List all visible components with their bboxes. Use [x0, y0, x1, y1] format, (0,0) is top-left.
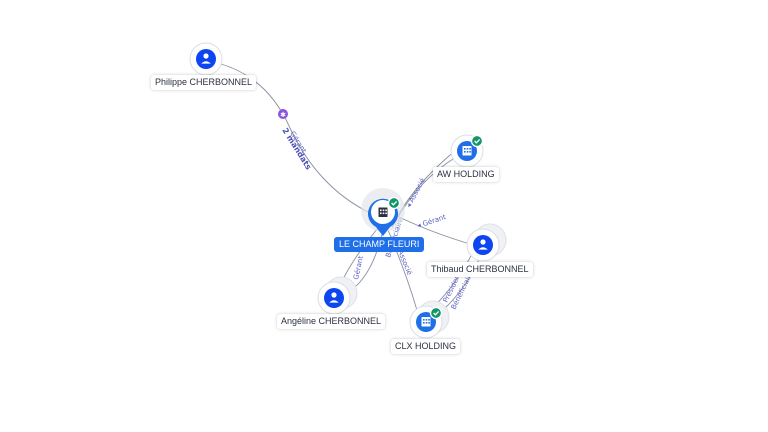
check-badge-icon — [387, 196, 401, 210]
edge-label-clx-role: Associé — [396, 249, 413, 277]
node-le-champ-fleuri[interactable] — [361, 188, 405, 236]
edge-label-aw-associe: ◂ Associé — [405, 177, 427, 209]
edge-label-thibaud-role: ◂ Gérant — [416, 213, 447, 230]
mandate-marker-icon[interactable] — [278, 109, 288, 119]
edge-thibaud-main[interactable] — [396, 215, 471, 245]
check-badge-icon — [429, 306, 443, 320]
node-label-angeline[interactable]: Angéline CHERBONNEL — [277, 314, 386, 329]
edge-label-angeline-role: Gérant — [352, 255, 365, 280]
check-badge-icon — [470, 134, 484, 148]
node-label-aw-holding[interactable]: AW HOLDING — [433, 167, 499, 182]
node-label-le-champ-fleuri[interactable]: LE CHAMP FLEURI — [334, 237, 425, 252]
user-icon — [201, 53, 211, 64]
node-clx-holding[interactable] — [409, 300, 450, 339]
building-icon — [462, 146, 472, 156]
user-icon — [478, 239, 488, 250]
node-angeline[interactable] — [317, 276, 358, 315]
node-aw-holding[interactable] — [450, 134, 484, 168]
building-icon — [378, 207, 388, 217]
node-philippe[interactable] — [189, 42, 223, 76]
node-thibaud[interactable] — [466, 223, 507, 262]
node-label-philippe[interactable]: Philippe CHERBONNEL — [151, 75, 257, 90]
building-icon — [421, 317, 431, 327]
node-label-thibaud[interactable]: Thibaud CHERBONNEL — [427, 262, 533, 277]
node-label-clx-holding[interactable]: CLX HOLDING — [391, 339, 461, 354]
user-icon — [329, 292, 339, 303]
mandate-marker-glyph: ✱ — [280, 111, 286, 119]
